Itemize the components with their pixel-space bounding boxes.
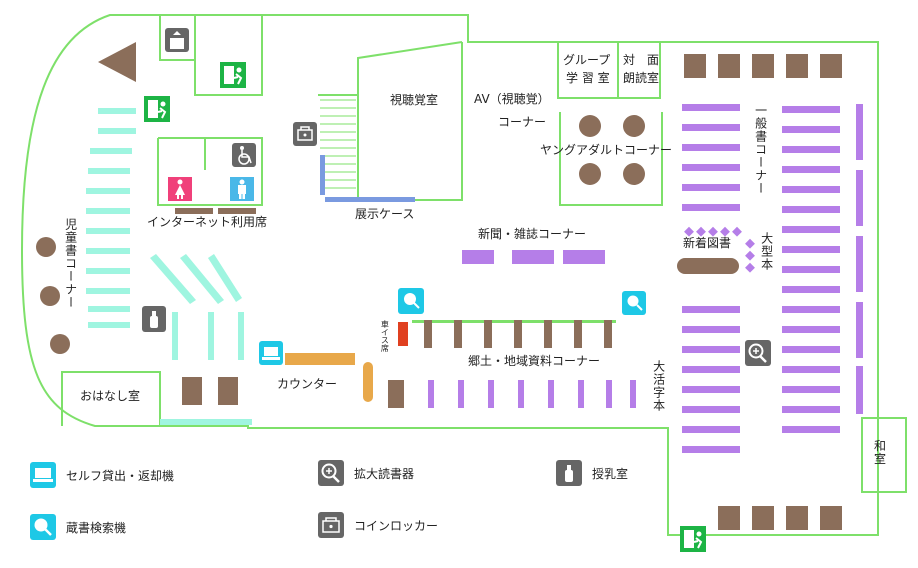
legend-coin-locker: コインロッカー [318, 512, 438, 538]
new-arrivals-label: 新着図書 [683, 236, 732, 250]
entrance-arrow [98, 42, 136, 82]
legend-self-checkout: セルフ貸出・返却機 [30, 462, 174, 488]
counter-desk [363, 362, 373, 402]
large-print-label: 大活字本 [651, 360, 666, 412]
face-reading-label-2: 朗読室 [623, 71, 660, 85]
emergency-exit-icon [680, 526, 706, 552]
young-adult-tables [579, 115, 645, 185]
legend-nursing: 授乳室 [556, 460, 628, 486]
legend-label: セルフ貸出・返却機 [66, 468, 175, 483]
magnifier-reader-icon [745, 340, 771, 366]
mens-restroom-icon [230, 177, 254, 201]
emergency-exit-icon [220, 62, 246, 88]
face-reading-label-1: 対 面 [623, 53, 660, 67]
newspapers-label: 新聞・雑誌コーナー [478, 227, 587, 241]
av-corner-label-2: コーナー [498, 115, 547, 129]
local-material-shelves [428, 380, 636, 408]
building-walls [20, 14, 907, 536]
self-checkout-icon [30, 462, 56, 488]
self-checkout-icon [259, 341, 283, 365]
coin-locker-icon [293, 122, 317, 146]
wheelchair-seat-label: 車イス席 [380, 320, 390, 352]
legend-catalog-search: 蔵書検索機 [30, 514, 126, 540]
group-study-label-1: グループ [563, 53, 611, 67]
catalog-search-icon [30, 514, 56, 540]
general-books-label: 一般書コーナー [753, 104, 768, 195]
emergency-exit-icon [144, 96, 170, 122]
japanese-room-label: 和室 [874, 439, 888, 466]
av-room-label: 視聴覚室 [390, 93, 439, 107]
counter-desk [285, 353, 355, 365]
counter-label: カウンター [277, 377, 338, 391]
legend-label: 蔵書検索機 [66, 520, 127, 535]
new-arrival-table [677, 258, 739, 274]
elevator-icon [165, 28, 189, 52]
internet-desk [175, 208, 213, 214]
general-shelves [682, 104, 863, 453]
children-label: 児童書コーナー [63, 218, 78, 309]
legend-label: 授乳室 [592, 466, 629, 481]
accessible-toilet-icon [232, 143, 256, 167]
staircase [320, 99, 356, 189]
newspaper-shelves [462, 250, 605, 264]
internet-desk [218, 208, 256, 214]
nursing-room-icon [142, 306, 166, 332]
showcase-label: 展示ケース [355, 207, 415, 221]
young-adult-label: ヤングアダルトコーナー [540, 143, 673, 157]
showcase-bar [325, 197, 415, 202]
catalog-search-icon [622, 291, 646, 315]
av-corner-label-1: AV（視聴覚） [474, 92, 550, 106]
nursing-room-icon [556, 460, 582, 486]
large-books-label: 大型本 [759, 232, 774, 271]
story-room-label: おはなし室 [80, 389, 141, 403]
magnifier-reader-icon [318, 460, 344, 486]
group-study-label-2: 学 習 室 [566, 71, 610, 85]
coin-locker-icon [318, 512, 344, 538]
womens-restroom-icon [168, 177, 192, 201]
legend-magnifier: 拡大読書器 [318, 460, 414, 486]
new-arrival-display [684, 226, 755, 273]
study-carrels [388, 320, 612, 408]
wheelchair-seat [398, 322, 408, 346]
legend-label: コインロッカー [354, 518, 439, 533]
local-materials-label: 郷土・地域資料コーナー [468, 354, 601, 368]
legend-label: 拡大読書器 [354, 466, 415, 481]
top-seats [684, 54, 842, 530]
internet-label: インターネット利用席 [147, 215, 268, 229]
showcase-bar [320, 155, 325, 195]
children-shelves [86, 108, 252, 425]
catalog-search-icon [398, 288, 424, 314]
children-tables [36, 237, 238, 405]
